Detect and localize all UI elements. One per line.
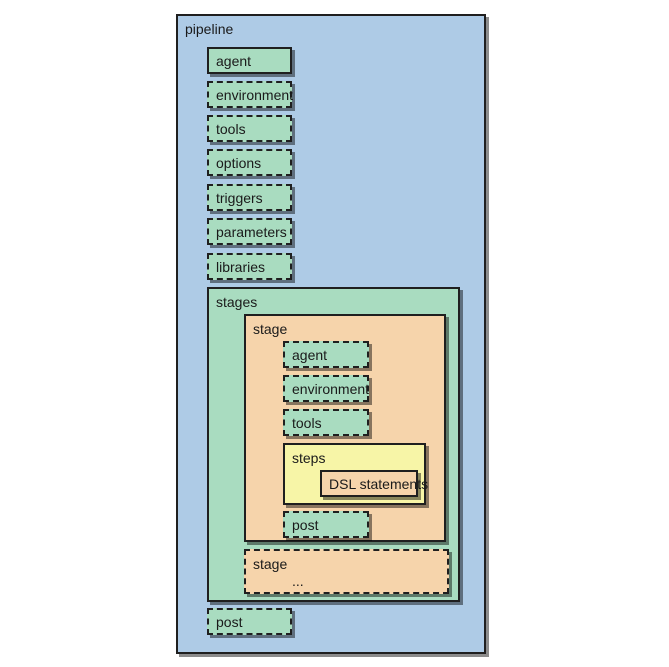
directive-label: tools xyxy=(292,415,322,431)
stage-directive-agent: agent xyxy=(283,341,369,368)
steps-label: steps xyxy=(292,450,326,466)
directive-label: environment xyxy=(216,87,294,103)
directive-label: agent xyxy=(292,347,328,363)
directive-label: parameters xyxy=(216,224,287,240)
directive-label: agent xyxy=(216,53,252,69)
directive-label: tools xyxy=(216,121,246,137)
directive-options: options xyxy=(207,149,292,176)
stage-label: stage xyxy=(253,556,288,572)
directive-libraries: libraries xyxy=(207,253,292,280)
stage-directive-post: post xyxy=(283,511,369,538)
directive-label: options xyxy=(216,155,262,171)
directive-label: post xyxy=(292,517,319,533)
stage-ellipsis: ... xyxy=(292,573,304,589)
directive-label: environment xyxy=(292,381,370,397)
directive-label: post xyxy=(216,614,243,630)
stage-label: stage xyxy=(253,321,288,337)
dsl-statements-label: DSL statements xyxy=(329,476,429,492)
directive-tools: tools xyxy=(207,115,292,142)
directive-parameters: parameters xyxy=(207,218,292,245)
stages-label: stages xyxy=(216,294,258,310)
directive-agent: agent xyxy=(207,47,292,74)
directive-triggers: triggers xyxy=(207,184,292,211)
pipeline-label: pipeline xyxy=(185,21,234,37)
stage-box-2: stage ... xyxy=(244,549,449,594)
directive-post: post xyxy=(207,608,292,635)
dsl-statements-box: DSL statements xyxy=(320,470,428,497)
directive-environment: environment xyxy=(207,81,294,108)
stage-directive-tools: tools xyxy=(283,409,369,436)
directive-label: libraries xyxy=(216,259,266,275)
directive-label: triggers xyxy=(216,190,263,206)
stage-directive-environment: environment xyxy=(283,375,369,402)
